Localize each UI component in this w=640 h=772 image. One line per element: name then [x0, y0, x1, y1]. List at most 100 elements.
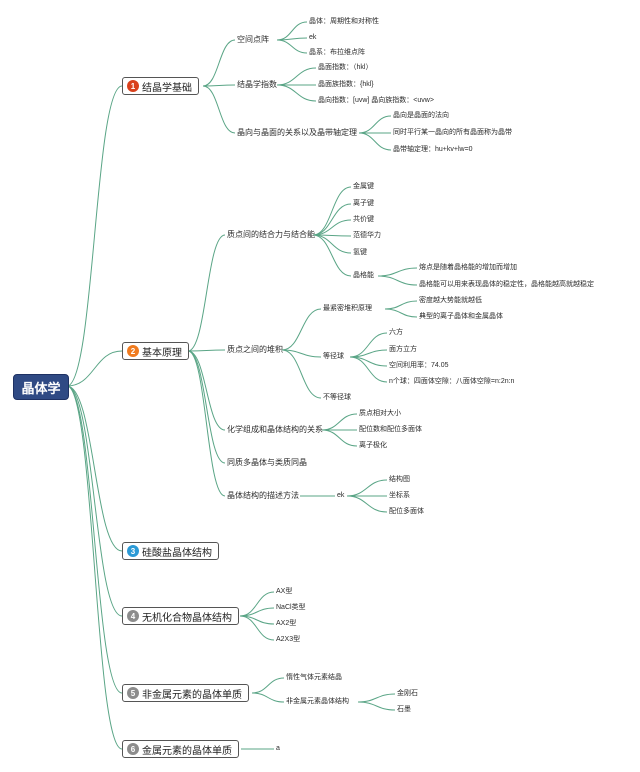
node-equal-item-3[interactable]: 空间利用率：74.05 — [389, 362, 449, 369]
node-composition-item-1[interactable]: 质点相对大小 — [359, 410, 401, 417]
connector-line — [312, 203, 352, 236]
connector-line — [281, 308, 322, 351]
branch-5-title: 非金属元素的晶体单质 — [142, 689, 242, 701]
connector-line — [66, 385, 123, 552]
node-zone-item-3[interactable]: 晶带轴定理：hu+kv+lw=0 — [393, 146, 473, 153]
number-2-badge: 2 — [127, 345, 139, 357]
connector-line — [202, 39, 236, 87]
connector-line — [384, 308, 418, 318]
branch-1-node[interactable]: 1 结晶学基础 — [122, 77, 199, 95]
connector-line — [187, 350, 226, 464]
node-equal-item-1[interactable]: 六方 — [389, 329, 403, 336]
node-closest-item-1[interactable]: 密度越大势能就越低 — [419, 297, 482, 304]
node-bond-item-2[interactable]: 离子键 — [353, 200, 374, 207]
node-packing[interactable]: 质点之间的堆积 — [227, 345, 283, 354]
node-closest-item-2[interactable]: 典型的离子晶体和金属晶体 — [419, 313, 503, 320]
branch-2-node[interactable]: 2 基本原理 — [122, 342, 189, 360]
connector-line — [281, 349, 322, 358]
node-polymorph[interactable]: 同质多晶体与类质同晶 — [227, 458, 307, 467]
connector-line — [251, 692, 285, 703]
node-nonmetal[interactable]: 非金属元素晶体结构 — [286, 698, 349, 705]
number-4-badge: 4 — [127, 610, 139, 622]
node-bond[interactable]: 质点间的结合力与结合能 — [227, 230, 315, 239]
connector-line — [202, 84, 236, 87]
connector-line — [312, 234, 352, 277]
node-zone-item-2[interactable]: 同时平行某一晶向的所有晶面称为晶带 — [393, 129, 512, 136]
node-closest[interactable]: 最紧密堆积原理 — [323, 305, 372, 312]
node-b4-item-3[interactable]: AX2型 — [276, 620, 297, 627]
node-description-ek[interactable]: ek — [337, 492, 345, 499]
node-inert[interactable]: 惰性气体元素结晶 — [286, 674, 342, 681]
node-nonmetal-item-2[interactable]: 石墨 — [397, 706, 411, 713]
node-lattice-energy-item-2[interactable]: 晶格能可以用来表现晶体的稳定性，晶格能越高就越稳定 — [419, 281, 594, 288]
connector-line — [251, 677, 285, 694]
node-unequal[interactable]: 不等径球 — [323, 394, 351, 401]
node-description-item-1[interactable]: 结构图 — [389, 476, 410, 483]
connector-line — [384, 300, 418, 310]
branch-3-title: 硅酸盐晶体结构 — [142, 547, 212, 559]
branch-2-title: 基本原理 — [142, 347, 182, 359]
connector-line — [66, 385, 123, 617]
root-node[interactable]: 晶体学 — [13, 374, 69, 400]
node-lattice-energy-item-1[interactable]: 熔点是随着晶格能的增加而增加 — [419, 264, 517, 271]
node-bond-item-6[interactable]: 晶格能 — [353, 272, 374, 279]
connector-line — [357, 693, 396, 703]
node-b4-item-2[interactable]: NaCl类型 — [276, 604, 306, 611]
node-description-item-3[interactable]: 配位多面体 — [389, 508, 424, 515]
branch-4-title: 无机化合物晶体结构 — [142, 612, 232, 624]
connector-line — [276, 21, 308, 41]
node-lattice-item-2[interactable]: ek — [309, 34, 317, 41]
node-b4-item-4[interactable]: A2X3型 — [276, 636, 301, 643]
node-indices[interactable]: 结晶学指数 — [237, 80, 277, 89]
connector-line — [66, 350, 123, 387]
branch-6-title: 金属元素的晶体单质 — [142, 745, 232, 757]
node-indices-item-3[interactable]: 晶向指数：[uvw] 晶向族指数：<uvw> — [318, 97, 434, 104]
branch-4-node[interactable]: 4 无机化合物晶体结构 — [122, 607, 239, 625]
connector-line — [349, 356, 388, 383]
node-bond-item-1[interactable]: 金属键 — [353, 183, 374, 190]
node-bond-item-4[interactable]: 范德华力 — [353, 232, 381, 239]
node-nonmetal-item-1[interactable]: 金刚石 — [397, 690, 418, 697]
node-description[interactable]: 晶体结构的描述方法 — [227, 491, 299, 500]
node-indices-item-2[interactable]: 晶面族指数：{hkl} — [318, 81, 374, 88]
node-equal-item-2[interactable]: 面方立方 — [389, 346, 417, 353]
connector-line — [377, 275, 418, 286]
node-bond-item-3[interactable]: 共价键 — [353, 216, 374, 223]
node-bond-item-5[interactable]: 氢键 — [353, 249, 367, 256]
node-equal-item-4[interactable]: n个球：四面体空隙：八面体空隙=n:2n:n — [389, 378, 515, 385]
connector-line — [239, 615, 275, 641]
connector-line — [349, 332, 388, 358]
node-zone-item-1[interactable]: 晶向是晶面的法向 — [393, 112, 449, 119]
node-indices-item-1[interactable]: 晶面指数：（hkl） — [318, 64, 373, 71]
connector-line — [358, 132, 392, 151]
node-composition-item-3[interactable]: 离子极化 — [359, 442, 387, 449]
number-5-badge: 5 — [127, 687, 139, 699]
connector-line — [312, 234, 352, 254]
node-b6-item-1[interactable]: a — [276, 745, 280, 752]
connector-line — [276, 67, 317, 86]
connector-line — [187, 349, 226, 352]
number-3-badge: 3 — [127, 545, 139, 557]
number-6-badge: 6 — [127, 743, 139, 755]
node-composition-item-2[interactable]: 配位数和配位多面体 — [359, 426, 422, 433]
node-lattice-item-1[interactable]: 晶体：周期性和对称性 — [309, 18, 379, 25]
branch-5-node[interactable]: 5 非金属元素的晶体单质 — [122, 684, 249, 702]
node-equal[interactable]: 等径球 — [323, 353, 344, 360]
connector-line — [321, 413, 358, 431]
node-zone[interactable]: 晶向与晶面的关系以及晶带轴定理 — [237, 128, 357, 137]
number-1-badge: 1 — [127, 80, 139, 92]
connector-line — [281, 349, 322, 399]
connector-line — [357, 701, 396, 711]
branch-3-node[interactable]: 3 硅酸盐晶体结构 — [122, 542, 219, 560]
connector-line — [202, 85, 236, 134]
branch-6-node[interactable]: 6 金属元素的晶体单质 — [122, 740, 239, 758]
connector-line — [187, 350, 226, 431]
node-b4-item-1[interactable]: AX型 — [276, 588, 293, 595]
node-description-item-2[interactable]: 坐标系 — [389, 492, 410, 499]
node-lattice-item-3[interactable]: 晶系：布拉维点阵 — [309, 49, 365, 56]
node-composition[interactable]: 化学组成和晶体结构的关系 — [227, 425, 323, 434]
node-lattice[interactable]: 空间点阵 — [237, 35, 269, 44]
branch-1-title: 结晶学基础 — [142, 82, 192, 94]
